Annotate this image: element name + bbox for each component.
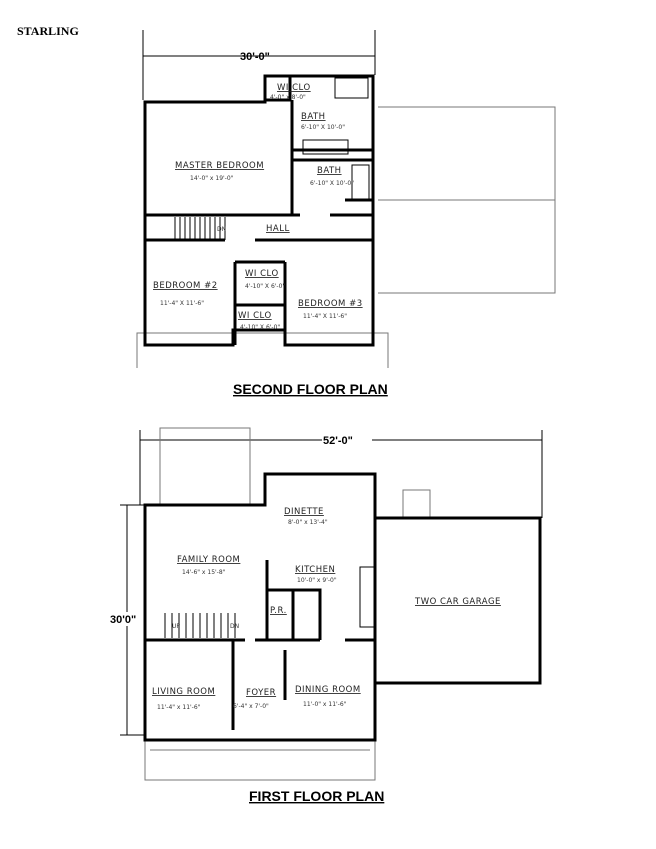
room-size: 11'-4" X 11'-6"	[303, 313, 347, 320]
room-label: DINING ROOM	[295, 685, 361, 695]
room-label: WI CLO	[245, 269, 279, 279]
first-floor-width: 52'-0"	[323, 435, 353, 447]
room-size: 14'-6" x 15'-8"	[182, 569, 226, 576]
room-label: TWO CAR GARAGE	[414, 597, 501, 607]
room-label: HALL	[266, 224, 290, 234]
room-label: BEDROOM #3	[298, 299, 363, 309]
room-label: DINETTE	[284, 507, 324, 517]
room-label: FOYER	[246, 688, 276, 698]
stair-dn-label: DN	[230, 623, 239, 630]
room-label: KITCHEN	[295, 565, 335, 575]
room-size: 4'-0" x 8'-0"	[270, 94, 306, 101]
room-size: 6'-10" X 10'-0"	[301, 124, 345, 131]
room-size: 4'-10" X 6'-0"	[240, 324, 280, 331]
room-size: 14'-0" x 19'-0"	[190, 175, 234, 182]
room-size: 4'-10" X 6'-0"	[245, 283, 285, 290]
room-label: FAMILY ROOM	[177, 555, 240, 565]
stair-up-label: UP	[172, 623, 180, 630]
first-floor-plan: 52'-0" 30'0" UP DN DINETTE 8'-0" x 13'-4…	[110, 427, 543, 804]
room-label: WI CLO	[238, 311, 272, 321]
second-floor-plan: 30'-0" DN WI CLO 4'-0" x 8'-0" BATH 6'-1…	[136, 30, 556, 397]
first-floor-title: FIRST FLOOR PLAN	[249, 788, 384, 804]
room-size: 8'-0" x 13'-4"	[288, 519, 328, 526]
second-floor-title: SECOND FLOOR PLAN	[233, 381, 388, 397]
room-size: 6'-4" x 7'-0"	[233, 703, 269, 710]
plan-name: STARLING	[17, 24, 79, 38]
room-size: 11'-4" X 11'-6"	[160, 300, 204, 307]
room-size: 11'-4" x 11'-6"	[157, 704, 201, 711]
room-label: P.R.	[270, 606, 287, 616]
room-label: WI CLO	[277, 83, 311, 93]
second-floor-width: 30'-0"	[240, 51, 270, 63]
room-label: BATH	[301, 112, 326, 122]
room-label: BATH	[317, 166, 342, 176]
stair-dn-label: DN	[217, 226, 226, 233]
room-size: 10'-0" x 9'-0"	[297, 577, 337, 584]
room-label: BEDROOM #2	[153, 281, 218, 291]
room-size: 6'-10" X 10'-0"	[310, 180, 354, 187]
room-label: MASTER BEDROOM	[175, 161, 264, 171]
room-size: 11'-0" x 11'-6"	[303, 701, 347, 708]
room-label: LIVING ROOM	[152, 687, 215, 697]
first-floor-depth: 30'0"	[110, 614, 136, 626]
